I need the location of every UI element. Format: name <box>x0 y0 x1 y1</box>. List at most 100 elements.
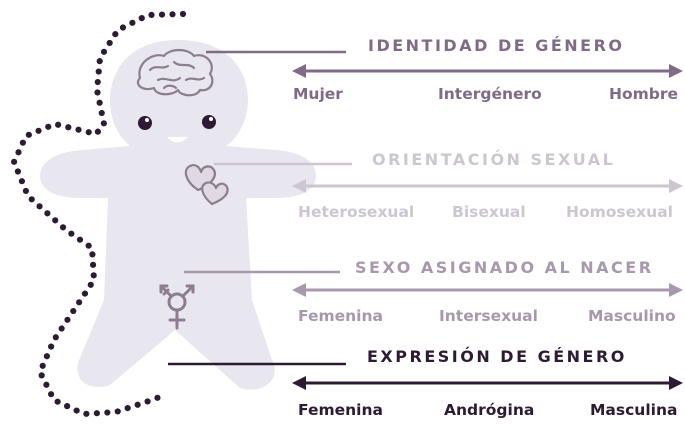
expression-arrow-right-head <box>669 376 683 390</box>
sex-label-femenina: Femenina <box>298 307 383 325</box>
outline-dot <box>90 272 97 279</box>
outline-dot <box>18 178 26 185</box>
outline-dot <box>114 408 121 415</box>
outline-dot <box>55 121 62 128</box>
outline-dot <box>89 251 96 258</box>
identity-arrow-right-head <box>669 64 683 78</box>
outline-dot <box>87 281 94 288</box>
sex-title: SEXO ASIGNADO AL NACER <box>355 258 654 277</box>
outline-dot <box>59 224 67 231</box>
outline-dot <box>158 11 166 18</box>
outline-dot <box>64 403 71 410</box>
outline-dot <box>45 123 52 130</box>
outline-dot <box>48 343 55 350</box>
outline-dot <box>44 210 51 217</box>
right-eye-icon <box>202 115 216 129</box>
left-eye-icon <box>138 116 152 130</box>
expression-label-masculina: Masculina <box>590 401 678 419</box>
outline-dot <box>76 299 83 306</box>
outline-dot <box>89 261 97 268</box>
outline-dot <box>36 203 43 210</box>
left-eye-highlight <box>145 118 149 122</box>
outline-dot <box>75 126 82 133</box>
outline-dot <box>43 353 50 360</box>
outline-dot <box>179 10 187 18</box>
smile-icon <box>167 137 188 143</box>
outline-dot <box>38 372 45 379</box>
sex-arrow-right-head <box>669 283 683 297</box>
outline-dot <box>43 381 50 388</box>
sex-label-intersexual: Intersexual <box>439 307 538 325</box>
outline-dot <box>22 187 30 195</box>
orientation-arrow-right-head <box>669 179 683 193</box>
outline-dot <box>28 196 35 203</box>
expression-label-androgina: Andrógina <box>444 401 535 419</box>
identity-label-mujer: Mujer <box>293 85 343 103</box>
expression-arrow-left-head <box>292 376 306 390</box>
outline-dot <box>112 31 119 38</box>
right-eye-highlight <box>209 117 213 121</box>
outline-dot <box>100 120 107 127</box>
outline-dot <box>52 217 59 224</box>
outline-dot <box>65 124 72 131</box>
identity-arrow-left-head <box>292 64 306 78</box>
outline-dot <box>144 398 151 405</box>
outline-dot <box>52 334 59 341</box>
identity-title: IDENTIDAD DE GÉNERO <box>368 36 625 55</box>
outline-dot <box>106 39 113 47</box>
outline-dot <box>148 11 155 18</box>
orientation-title: ORIENTACIÓN SEXUAL <box>372 150 616 169</box>
outline-dot <box>25 131 32 138</box>
sex-arrow-left-head <box>292 283 306 297</box>
outline-dot <box>95 68 102 75</box>
identity-label-intergenero: Intergénero <box>438 85 542 103</box>
outline-dot <box>129 19 136 26</box>
outline-dot <box>94 78 101 86</box>
outline-dot <box>124 405 131 412</box>
outline-dot <box>14 168 22 175</box>
outline-dot <box>138 15 145 22</box>
identity-label-hombre: Hombre <box>609 85 679 103</box>
outline-dot <box>93 410 100 417</box>
outline-dot <box>96 99 103 106</box>
outline-dot <box>10 158 18 165</box>
outline-dot <box>85 129 92 136</box>
outline-dot <box>119 24 127 31</box>
outline-dot <box>81 290 89 297</box>
outline-dot <box>104 409 111 416</box>
orientation-label-bisexual: Bisexual <box>452 203 526 221</box>
outline-dot <box>47 391 55 398</box>
outline-dot <box>100 48 108 55</box>
outline-dot <box>39 362 46 369</box>
outline-dot <box>94 128 101 135</box>
expression-label-femenina: Femenina <box>298 401 383 419</box>
outline-dot <box>70 307 77 315</box>
outline-dot <box>76 236 84 243</box>
outline-dot <box>58 325 65 332</box>
outline-dot <box>68 230 75 237</box>
outline-dot <box>83 410 90 417</box>
outline-dot <box>134 401 141 408</box>
outline-dot <box>35 127 42 134</box>
orientation-label-heterosexual: Heterosexual <box>298 203 415 221</box>
sex-label-masculino: Masculino <box>588 307 676 325</box>
outline-dot <box>85 242 92 249</box>
orientation-arrow-left-head <box>292 179 306 193</box>
transgender-symbol-icon <box>159 284 195 330</box>
hearts-icon <box>184 164 229 206</box>
expression-title: EXPRESIÓN DE GÉNERO <box>367 347 627 366</box>
orientation-label-homosexual: Homosexual <box>566 203 673 221</box>
body-silhouette <box>40 40 316 390</box>
outline-dot <box>169 11 176 18</box>
outline-dot <box>15 149 22 156</box>
outline-dot <box>94 89 101 96</box>
outline-dot <box>154 394 161 401</box>
outline-dot <box>73 407 80 414</box>
outline-dot <box>96 58 103 65</box>
outline-dot <box>19 139 26 146</box>
brain-icon <box>136 48 214 97</box>
dotted-outline <box>10 10 187 417</box>
outline-dot <box>98 109 105 117</box>
